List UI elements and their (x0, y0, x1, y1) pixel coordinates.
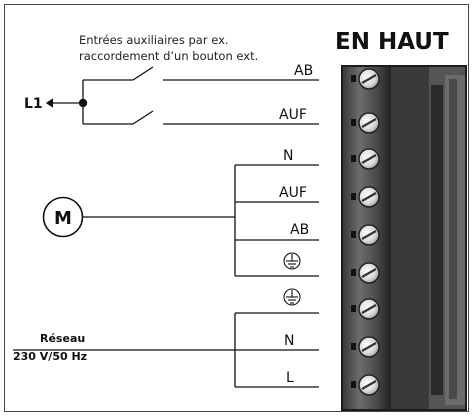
motor-symbol (42, 196, 84, 238)
terminal-notch (351, 119, 356, 126)
terminal-notch (351, 381, 356, 388)
terminal-notch (351, 231, 356, 238)
screw-slot (361, 74, 377, 84)
terminal-mains-l-label: L (286, 370, 294, 386)
source-l1-label: L1 (24, 96, 43, 112)
heading-en-haut: EN HAUT (335, 29, 449, 55)
diagram-frame: Entrées auxiliaires par ex. raccordement… (4, 4, 469, 412)
terminal-aux-ab-label: AB (294, 63, 313, 79)
ground-icon (283, 252, 301, 270)
mains-label-line2: 230 V/50 Hz (13, 350, 87, 363)
motor-label: M (54, 208, 72, 229)
terminal-aux-auf-label: AUF (279, 107, 307, 123)
terminal-notch (351, 155, 356, 162)
ground-icon (283, 288, 301, 306)
screw-slot (361, 118, 377, 128)
screw-slot (361, 154, 377, 164)
terminal-notch (351, 305, 356, 312)
terminal-block (341, 65, 467, 411)
terminal-motor-auf-label: AUF (279, 185, 307, 201)
terminal-motor-ab-label: AB (290, 222, 309, 238)
aux-input-circuit (45, 66, 319, 125)
aux-note-line1: Entrées auxiliaires par ex. (79, 33, 229, 47)
terminal-notch (351, 75, 356, 82)
motor-circuit (83, 164, 319, 277)
mains-circuit (13, 312, 319, 388)
screw-slot (361, 268, 377, 278)
screw-slot (361, 304, 377, 314)
wiring-diagram: Entrées auxiliaires par ex. raccordement… (13, 29, 467, 411)
screw-slot (361, 380, 377, 390)
terminal-notch (351, 193, 356, 200)
terminal-mains-n-label: N (284, 333, 294, 349)
mains-label-line1: Réseau (40, 332, 85, 345)
terminal-motor-n-label: N (283, 148, 293, 164)
aux-note-line2: raccordement d’un bouton ext. (79, 49, 258, 63)
junction-dot (78, 98, 88, 108)
screw-slot (361, 230, 377, 240)
screw-slot (361, 342, 377, 352)
screw-slot (361, 192, 377, 202)
terminal-notch (351, 269, 356, 276)
terminal-notch (351, 343, 356, 350)
